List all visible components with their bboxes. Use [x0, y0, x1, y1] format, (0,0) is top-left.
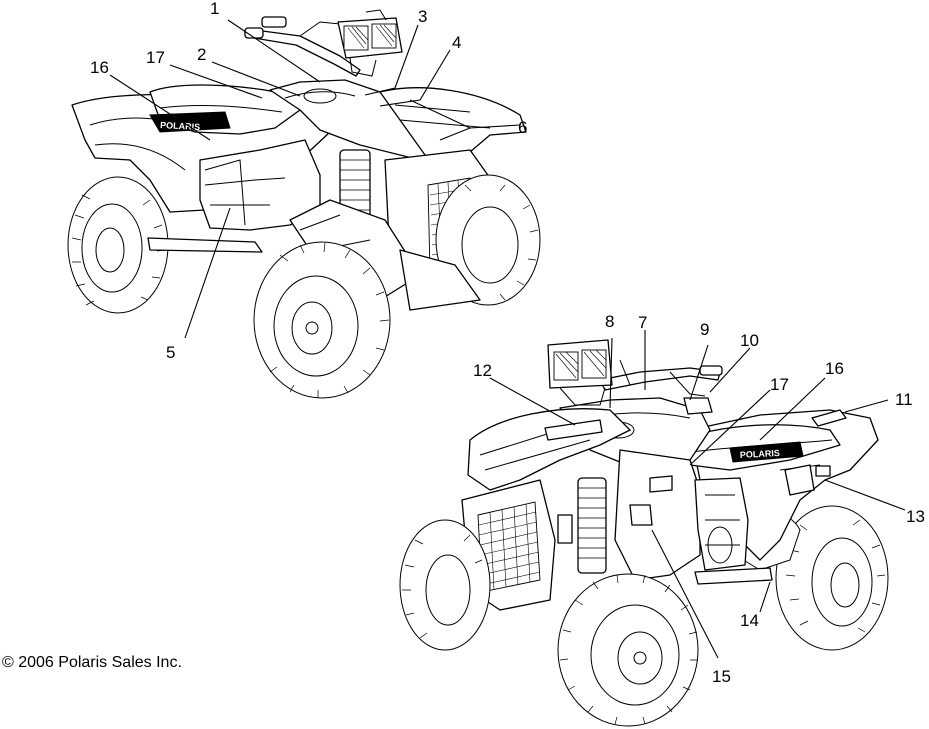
callout-15: 15: [712, 667, 731, 686]
atv-lower-grille: [477, 501, 541, 593]
atv-upper-illustration: POLARIS: [67, 9, 541, 399]
callout-2: 2: [197, 45, 206, 64]
atv-lower-shock: [557, 477, 607, 574]
callout-12: 12: [473, 361, 492, 380]
copyright-notice: © 2006 Polaris Sales Inc.: [2, 654, 182, 671]
atv-lower-headlight: [547, 339, 613, 406]
atv-lower-front-decal: [544, 419, 603, 441]
callout-17b: 17: [770, 375, 789, 394]
atv-upper-footrest: [147, 237, 263, 253]
leader-lines: [109, 19, 906, 659]
callout-6: 6: [518, 118, 527, 137]
callout-3: 3: [418, 7, 427, 26]
callout-14: 14: [740, 611, 759, 630]
callout-13: 13: [906, 507, 925, 526]
callout-11: 11: [895, 390, 913, 409]
atv-upper-front-right-wheel: [435, 174, 541, 306]
callout-7: 7: [638, 313, 647, 332]
callout-4: 4: [452, 33, 461, 52]
callout-16b: 16: [825, 359, 844, 378]
atv-upper-front-left-wheel: [253, 241, 391, 399]
callout-labels: 1 2 3 4 5 6 7 8 9 10 11 12 13 14 15 16 1…: [90, 0, 925, 686]
atv-lower-rear-wheel: [775, 505, 889, 651]
atv-lower-side-panel: [614, 449, 701, 581]
atv-lower-front-left-wheel: [399, 519, 491, 651]
atv-upper-handlebar: [253, 29, 361, 77]
callout-9: 9: [700, 320, 709, 339]
atv-lower-footrest: [694, 567, 773, 585]
atv-lower-brand-text: POLARIS: [740, 448, 780, 460]
atv-upper-headlight: [337, 9, 403, 77]
callout-10: 10: [740, 331, 759, 350]
atv-lower-front-right-wheel: [557, 573, 699, 727]
callout-5: 5: [166, 343, 175, 362]
callout-1: 1: [210, 0, 219, 18]
atv-lower-illustration: POLARIS: [399, 339, 889, 727]
callout-16a: 16: [90, 58, 109, 77]
atv-upper-seat-decal: [149, 111, 231, 133]
atv-lower-engine: [694, 477, 749, 571]
atv-lower-flag-decal: [811, 409, 847, 427]
callout-8: 8: [605, 312, 614, 331]
atv-upper-brand-text: POLARIS: [160, 120, 200, 132]
callout-17a: 17: [146, 48, 165, 67]
atv-lower-seat-decal: [729, 441, 804, 463]
atv-lower-rear-decal: [784, 464, 815, 496]
